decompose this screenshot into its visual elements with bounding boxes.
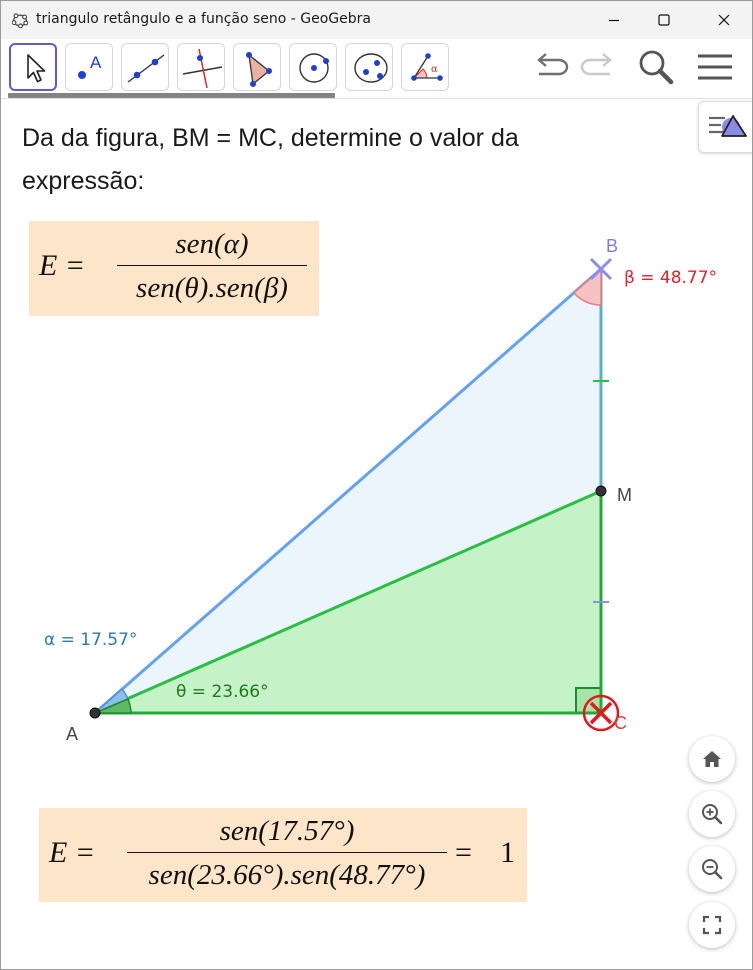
toolbar: A	[1, 39, 752, 99]
formula1-fraction-bar	[117, 265, 307, 266]
zoom-in-icon	[702, 804, 723, 825]
point-a[interactable]	[89, 707, 101, 719]
title-bar: triangulo retângulo e a função seno - Ge…	[1, 1, 752, 39]
close-button[interactable]	[701, 1, 747, 39]
formula2-numerator: sen(17.57°)	[219, 815, 355, 847]
circle-tool[interactable]	[289, 43, 337, 91]
style-bar-toggle-button[interactable]	[698, 101, 752, 153]
ellipse-icon	[354, 53, 388, 83]
label-point-m: M	[617, 485, 632, 505]
geogebra-logo-icon	[12, 13, 28, 28]
cursor-arrow-icon	[27, 54, 46, 83]
toolbar-divider	[1, 98, 752, 99]
formula2-fraction-bar	[127, 852, 447, 853]
label-beta: β = 48.77°	[624, 268, 717, 288]
angle-tool[interactable]: α	[401, 43, 449, 91]
label-alpha: α = 17.57°	[44, 630, 137, 650]
point-m[interactable]	[595, 485, 607, 497]
move-tool[interactable]	[9, 43, 57, 91]
label-point-c: C	[614, 713, 627, 733]
formula2-result: 1	[500, 836, 515, 869]
hamburger-menu-icon	[698, 54, 732, 80]
redo-icon	[580, 53, 612, 76]
formula1-lhs: E =	[39, 249, 86, 282]
point-c-cross[interactable]	[582, 694, 620, 732]
formula2-equals: =	[455, 836, 472, 869]
angle-beta-arc[interactable]	[572, 267, 602, 306]
segment-am[interactable]	[94, 489, 602, 715]
label-point-a: A	[66, 724, 78, 744]
fullscreen-icon	[702, 915, 722, 935]
conic-tool[interactable]	[345, 43, 393, 91]
search-button[interactable]	[635, 47, 675, 87]
formula1-denominator: sen(θ).sen(β)	[136, 272, 288, 304]
close-icon	[718, 14, 730, 26]
perpendicular-icon	[182, 48, 223, 89]
redo-button[interactable]	[578, 47, 618, 87]
formula-box-expression[interactable]: E = sen(α) sen(θ).sen(β)	[29, 221, 319, 316]
undo-button[interactable]	[531, 47, 571, 87]
line-icon	[127, 54, 165, 83]
svg-text:A: A	[90, 53, 102, 72]
window-title: triangulo retângulo e a função seno - Ge…	[36, 11, 371, 27]
toolbar-scrollbar[interactable]	[8, 93, 335, 98]
style-bar-icon	[709, 115, 747, 137]
problem-line-1: Da da figura, BM = MC, determine o valor…	[22, 124, 519, 152]
angle-icon: α	[411, 53, 443, 81]
label-theta: θ = 23.66°	[176, 682, 269, 702]
problem-line-2: expressão:	[22, 167, 145, 195]
angle-theta-arc[interactable]	[94, 698, 132, 714]
graphics-view[interactable]: A B C M α = 17.57° θ = 23.66° β = 48.77°…	[1, 99, 752, 969]
geometry-canvas: A B C M α = 17.57° θ = 23.66° β = 48.77°	[44, 236, 717, 744]
maximize-icon	[658, 14, 670, 26]
minimize-icon	[609, 19, 619, 22]
zoom-in-button[interactable]	[689, 791, 735, 837]
formula-box-result[interactable]: E = sen(17.57°) sen(23.66°).sen(48.77°) …	[39, 808, 527, 902]
segment-ab[interactable]	[94, 267, 602, 715]
search-icon	[639, 50, 674, 85]
point-tool[interactable]: A	[65, 43, 113, 91]
formula1-numerator: sen(α)	[175, 228, 249, 260]
main-menu-button[interactable]	[695, 47, 735, 87]
formula2-lhs: E =	[49, 836, 96, 869]
minimize-button[interactable]	[591, 1, 637, 39]
svg-text:α: α	[431, 64, 438, 75]
point-icon: A	[78, 53, 102, 79]
line-tool[interactable]	[121, 43, 169, 91]
formula2-denominator: sen(23.66°).sen(48.77°)	[148, 859, 426, 891]
label-point-b: B	[606, 236, 618, 256]
formula1-fraction: sen(α) sen(θ).sen(β)	[117, 225, 307, 307]
zoom-out-button[interactable]	[689, 846, 735, 892]
standard-view-button[interactable]	[689, 736, 735, 782]
polygon-tool[interactable]	[233, 43, 281, 91]
problem-statement: Da da figura, BM = MC, determine o valor…	[22, 117, 642, 203]
fullscreen-button[interactable]	[689, 902, 735, 948]
formula2-fraction: sen(17.57°) sen(23.66°).sen(48.77°)	[127, 812, 447, 894]
polygon-icon	[246, 52, 272, 87]
point-b-cross[interactable]	[589, 257, 613, 281]
maximize-button[interactable]	[641, 1, 687, 39]
circle-icon	[299, 53, 329, 83]
undo-icon	[537, 53, 569, 76]
home-icon	[703, 751, 721, 767]
perpendicular-line-tool[interactable]	[177, 43, 225, 91]
zoom-out-icon	[702, 859, 723, 880]
